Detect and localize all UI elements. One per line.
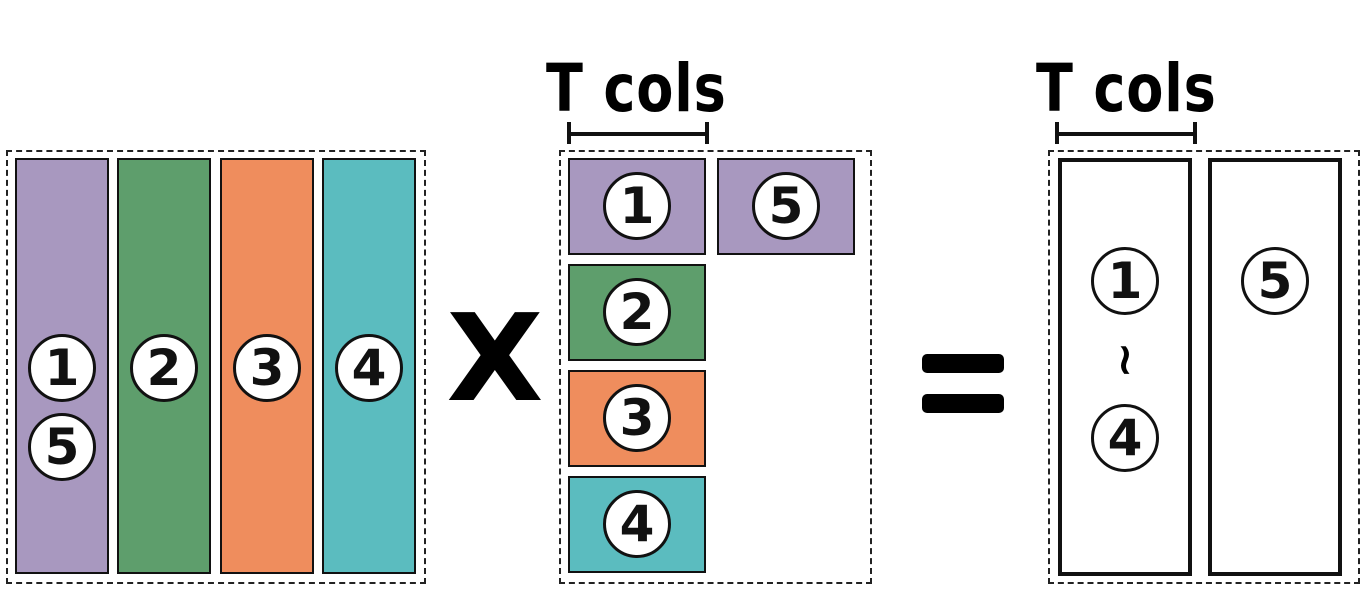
left-matrix bbox=[6, 150, 426, 584]
middle-label-1: 1 bbox=[603, 172, 671, 240]
left-col1-label-1: 1 bbox=[28, 334, 96, 402]
t-cols-bracket-right bbox=[1055, 122, 1197, 144]
middle-matrix bbox=[559, 150, 872, 584]
left-col2-label: 2 bbox=[130, 334, 198, 402]
left-col3-label: 3 bbox=[233, 334, 301, 402]
t-cols-label-middle: T cols bbox=[546, 50, 727, 127]
multiply-sign: X bbox=[446, 290, 544, 429]
t-cols-bracket-middle bbox=[567, 122, 709, 144]
middle-label-3: 3 bbox=[603, 384, 671, 452]
result-col1-label-1: 1 bbox=[1091, 247, 1159, 315]
result-column-2 bbox=[1208, 158, 1342, 576]
middle-label-2: 2 bbox=[603, 278, 671, 346]
middle-label-4: 4 bbox=[603, 490, 671, 558]
equals-sign bbox=[922, 354, 1004, 414]
result-col1-label-4: 4 bbox=[1091, 404, 1159, 472]
left-col4-label: 4 bbox=[335, 334, 403, 402]
result-col1-separator: ~ bbox=[1100, 341, 1151, 379]
left-col1-label-5: 5 bbox=[28, 413, 96, 481]
result-matrix bbox=[1048, 150, 1360, 584]
result-column-1 bbox=[1058, 158, 1192, 576]
t-cols-label-right: T cols bbox=[1036, 50, 1217, 127]
middle-label-5: 5 bbox=[752, 172, 820, 240]
result-col2-label-5: 5 bbox=[1241, 247, 1309, 315]
